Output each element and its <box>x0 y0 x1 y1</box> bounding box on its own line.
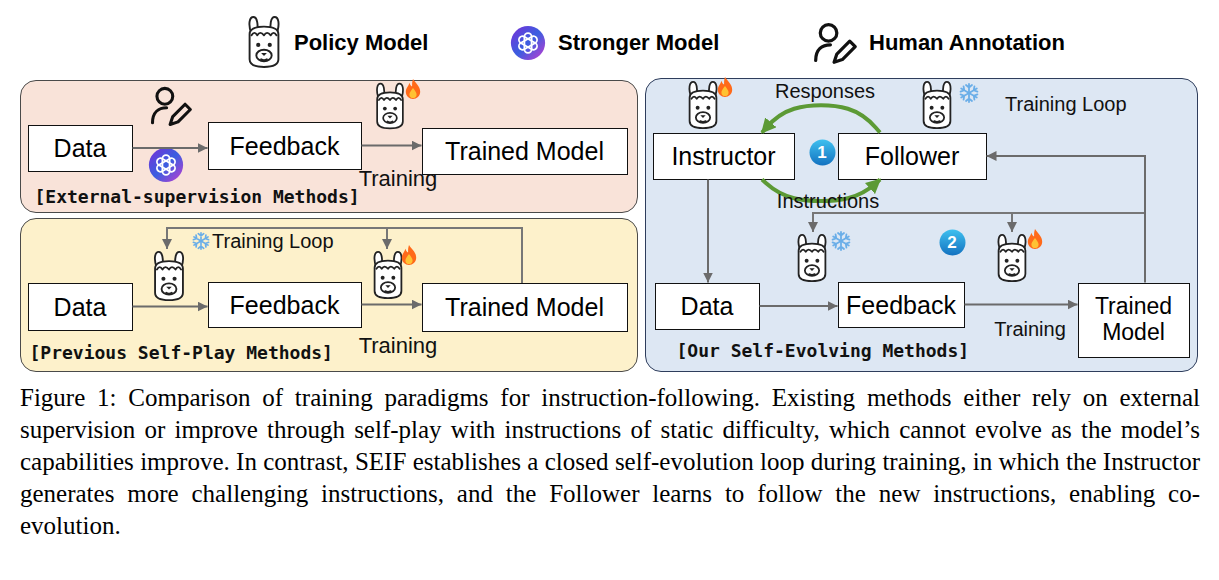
circle-shape <box>809 139 835 165</box>
fire-icon <box>1028 229 1042 249</box>
node-text: Instructor <box>671 142 775 170</box>
panel-title: [External-supervision Methods] <box>35 186 360 207</box>
process-box: Data <box>28 283 133 331</box>
loop-line <box>386 228 388 249</box>
human-icon <box>153 88 191 124</box>
llama-icon <box>377 84 403 129</box>
process-box: Data <box>28 125 133 172</box>
method-panel: [Our Self-Evolving Methods] Instructor 1 Fo… <box>645 78 1198 372</box>
legend-human-icon <box>816 25 856 63</box>
llama-icon <box>689 82 716 128</box>
flow-arrow <box>362 304 422 306</box>
fire-icon <box>718 77 732 97</box>
node-text: 1 <box>817 144 826 161</box>
flow-arrow <box>965 304 1078 306</box>
flow-arrow <box>362 145 422 147</box>
flow-arrow <box>133 147 208 149</box>
edge-label: Training <box>359 166 438 192</box>
process-box: Feedback <box>838 282 965 328</box>
node-text: Data <box>681 292 734 320</box>
edge-label: Instructions <box>777 190 879 213</box>
node-text: Feedback <box>230 291 340 319</box>
node-text: Feedback <box>230 132 340 160</box>
legend-model-icon <box>511 26 545 60</box>
process-box: Trained Model <box>422 283 628 332</box>
llama-icon <box>923 82 950 128</box>
llama-icon <box>998 235 1025 281</box>
llama-icon <box>155 252 183 300</box>
loop-label: Training Loop <box>1005 93 1127 116</box>
legend-text: Policy Model <box>294 30 428 55</box>
snowflake-icon <box>960 84 979 102</box>
process-box: Instructor <box>653 133 795 180</box>
process-box: Feedback <box>208 122 362 170</box>
fire-icon <box>406 79 420 99</box>
node-text: Feedback <box>846 291 956 319</box>
loop-line <box>1011 213 1013 232</box>
legend-item: Human Annotation <box>869 30 1065 56</box>
edge-layer <box>133 105 1146 306</box>
figure-caption: Figure 1: Comparison of training paradig… <box>20 382 1200 542</box>
step-circle: 2 <box>939 229 966 256</box>
legend-text: Stronger Model <box>558 30 719 55</box>
process-box: Trained Model <box>422 128 628 175</box>
node-text: Trained Model <box>445 293 604 321</box>
process-box: Follower <box>838 133 987 180</box>
snowflake-icon <box>193 233 210 249</box>
legend-item: Stronger Model <box>558 30 719 56</box>
node-text: Data <box>54 293 107 321</box>
process-box: Feedback <box>208 282 362 328</box>
circle-shape <box>939 229 965 255</box>
panel-title: [Our Self-Evolving Methods] <box>677 340 970 361</box>
legend-text: Human Annotation <box>869 30 1065 55</box>
flow-arrow <box>987 156 1146 283</box>
llama-icon <box>798 235 825 281</box>
llama-icon <box>374 252 401 298</box>
process-box: Data <box>655 283 760 330</box>
flow-arrow <box>133 306 208 308</box>
stronger-model-icon <box>149 148 183 182</box>
loop-line <box>167 228 522 283</box>
method-panel: [External-supervision Methods] Data Feedba… <box>20 80 638 213</box>
fire-icon <box>402 245 416 265</box>
legend-item: Policy Model <box>294 30 428 56</box>
process-box: Trained Model <box>1078 283 1190 358</box>
legend-llama-icon <box>249 17 278 67</box>
edge-label: Training <box>994 318 1066 341</box>
edge-label: Training <box>359 333 438 359</box>
flow-arrow <box>707 180 709 283</box>
node-text: Data <box>54 134 107 162</box>
node-text: Trained Model <box>1079 294 1189 346</box>
node-text: 2 <box>947 234 956 251</box>
panel-title: [Previous Self-Play Methods] <box>30 342 333 363</box>
flow-arrow <box>762 105 880 132</box>
node-text: Follower <box>865 142 959 170</box>
edge-label: Responses <box>775 80 875 103</box>
flow-arrow <box>760 305 838 307</box>
step-circle: 1 <box>809 139 836 166</box>
loop-line <box>813 213 1145 232</box>
snowflake-icon <box>832 232 851 250</box>
loop-label: Training Loop <box>212 230 334 253</box>
node-text: Trained Model <box>445 137 604 165</box>
